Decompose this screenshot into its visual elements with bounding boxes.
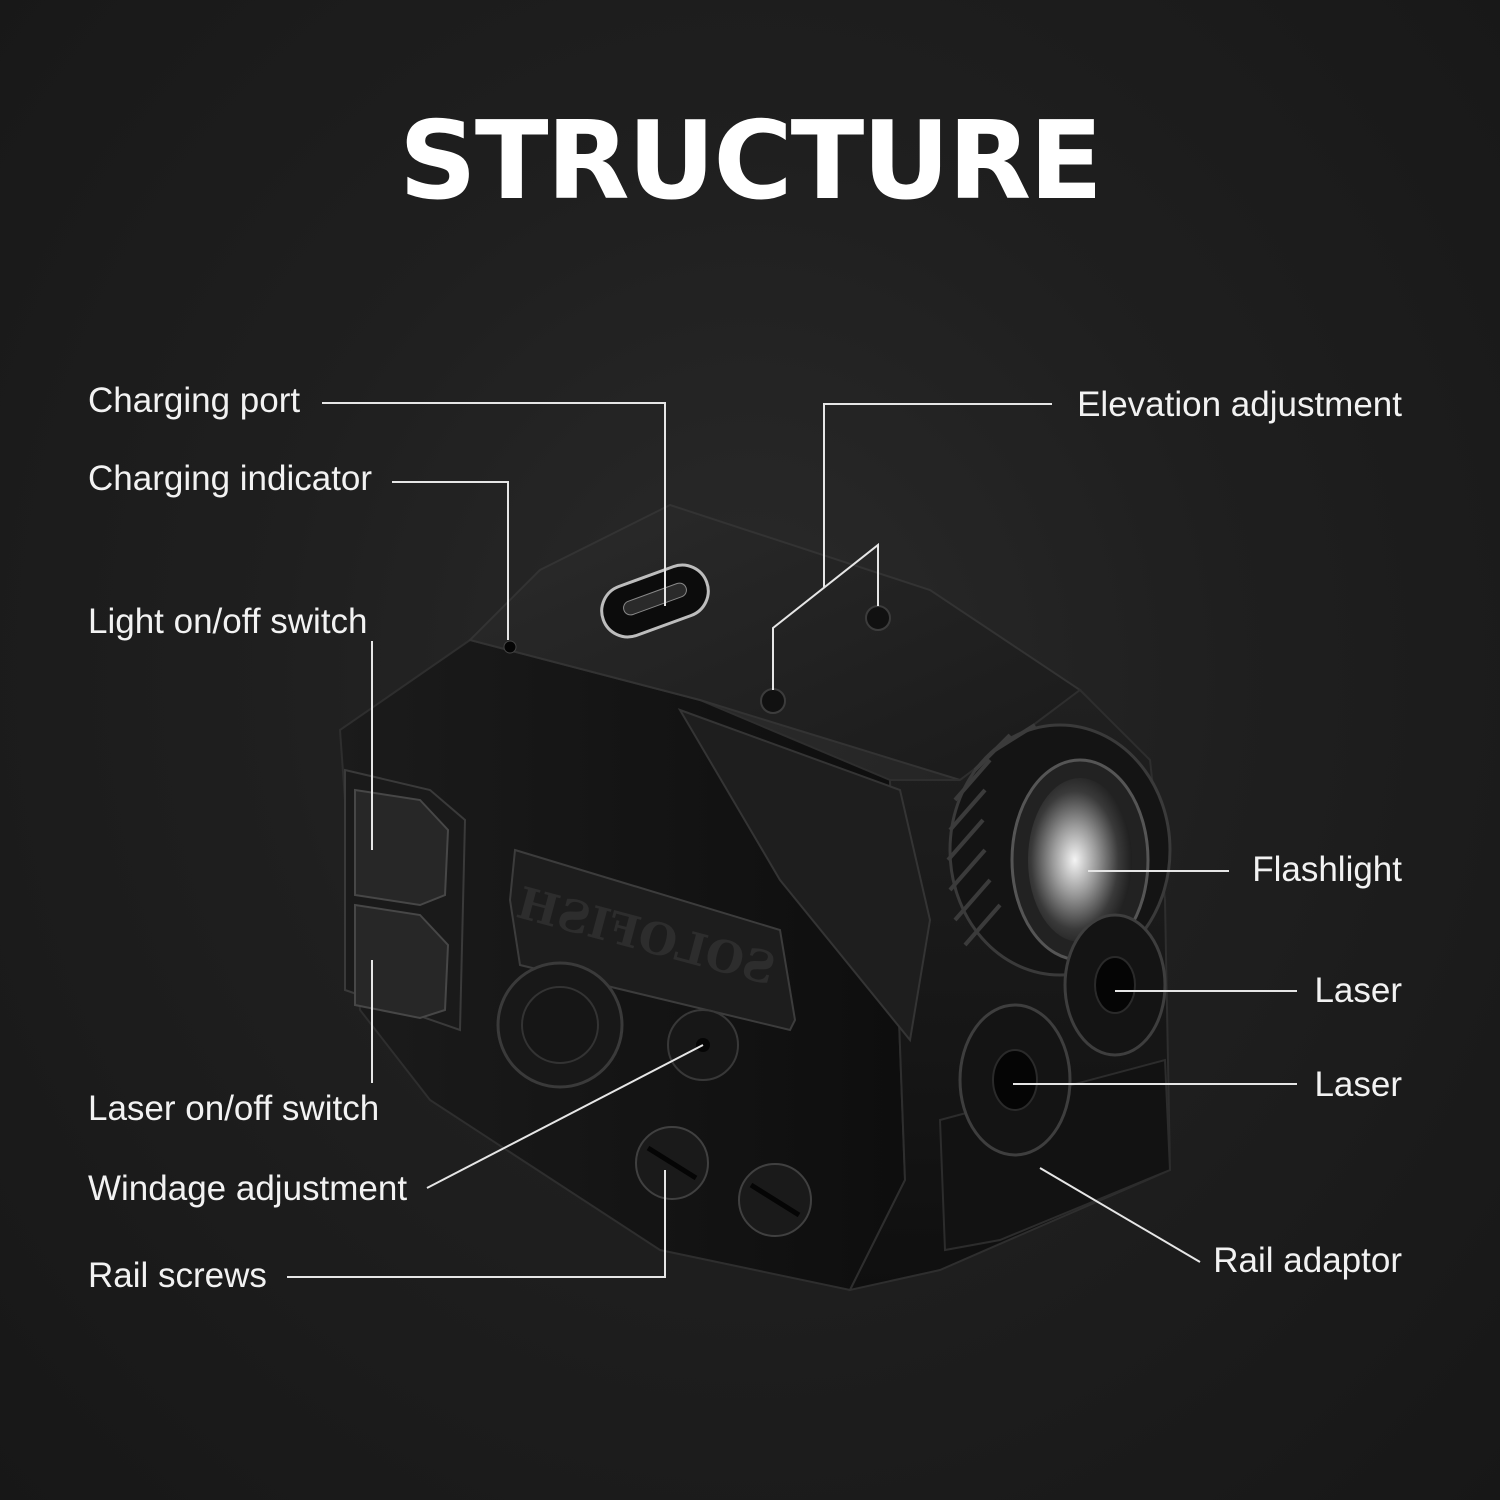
label-charging-indicator: Charging indicator <box>88 459 373 498</box>
leader-elevation <box>823 403 1052 587</box>
label-rail-screws: Rail screws <box>88 1256 267 1295</box>
leader-windage <box>426 1044 704 1189</box>
label-charging-port: Charging port <box>88 381 301 420</box>
label-laser-1: Laser <box>1314 971 1402 1010</box>
label-elevation: Elevation adjustment <box>1077 385 1402 424</box>
label-windage: Windage adjustment <box>88 1169 408 1208</box>
leader-charging-indicator <box>392 481 509 640</box>
leader-rail-adaptor <box>1039 1167 1201 1263</box>
label-flashlight: Flashlight <box>1252 850 1402 889</box>
leader-elevation-branch <box>772 542 879 690</box>
label-laser-switch: Laser on/off switch <box>88 1089 380 1128</box>
label-laser-2: Laser <box>1314 1065 1402 1104</box>
label-light-switch: Light on/off switch <box>88 602 368 641</box>
device-body <box>338 503 1172 1292</box>
leader-rail-screws <box>287 1170 666 1278</box>
label-rail-adaptor: Rail adaptor <box>1213 1241 1402 1280</box>
leader-charging-port <box>322 402 666 606</box>
page-title: STRUCTURE <box>399 99 1103 224</box>
